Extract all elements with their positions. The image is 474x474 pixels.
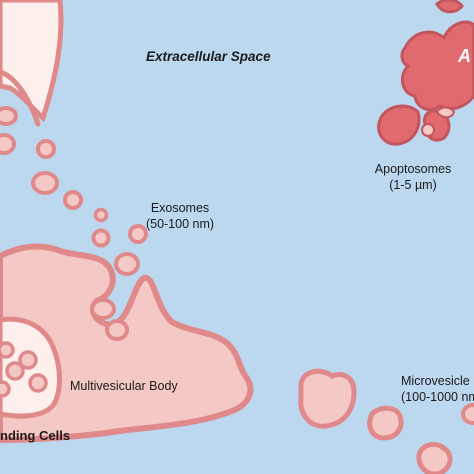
budding-cell-membrane — [0, 69, 41, 127]
multivesicular-body-label: Multivesicular Body — [70, 379, 178, 393]
exosome-release — [90, 298, 116, 320]
exosome — [114, 252, 140, 276]
exosomes-label: Exosomes (50-100 nm) — [145, 201, 215, 232]
apoptosome-inner — [421, 123, 435, 137]
exosomes-name: Exosomes — [150, 201, 210, 215]
apoptosome — [377, 104, 421, 146]
apoptosomes-size: (1-5 µm) — [389, 177, 437, 192]
bud-vesicle-2 — [0, 133, 16, 155]
exosome-release — [105, 319, 129, 341]
microvesicles-name: Microvesicle — [401, 374, 470, 388]
exosome — [93, 207, 109, 223]
exosome — [128, 224, 148, 244]
intraluminal-vesicle — [18, 350, 38, 370]
cells-label: nding Cells — [0, 428, 71, 443]
microvesicles-size: (100-1000 nm — [401, 389, 474, 404]
exosome — [91, 228, 111, 248]
extracellular-space-label: Extracellular Space — [146, 49, 271, 64]
microvesicle — [461, 403, 474, 425]
microvesicle — [416, 442, 453, 474]
apoptotic-bleb — [435, 0, 464, 14]
secreting-cell — [0, 243, 254, 443]
microvesicles-label: Microvesicle (100-1000 nm — [401, 374, 474, 405]
exosome — [31, 171, 59, 195]
intraluminal-vesicle — [5, 361, 25, 381]
exosomes-size: (50-100 nm) — [145, 216, 215, 231]
intraluminal-vesicle — [0, 380, 11, 398]
intraluminal-vesicle — [28, 373, 48, 393]
bud-vesicle-1 — [0, 106, 18, 126]
apoptosomes-name: Apoptosomes — [374, 162, 452, 176]
microvesicle — [367, 405, 404, 441]
apoptotic-cell-label: A — [458, 46, 471, 66]
intraluminal-vesicle — [0, 341, 15, 359]
microvesicle — [298, 368, 357, 429]
exosome — [63, 190, 83, 210]
budding-cell — [0, 0, 64, 123]
exosome — [36, 139, 56, 159]
apoptosomes-label: Apoptosomes (1-5 µm) — [368, 162, 458, 193]
apoptotic-cell — [400, 20, 474, 112]
apoptosome-inner — [435, 106, 456, 119]
